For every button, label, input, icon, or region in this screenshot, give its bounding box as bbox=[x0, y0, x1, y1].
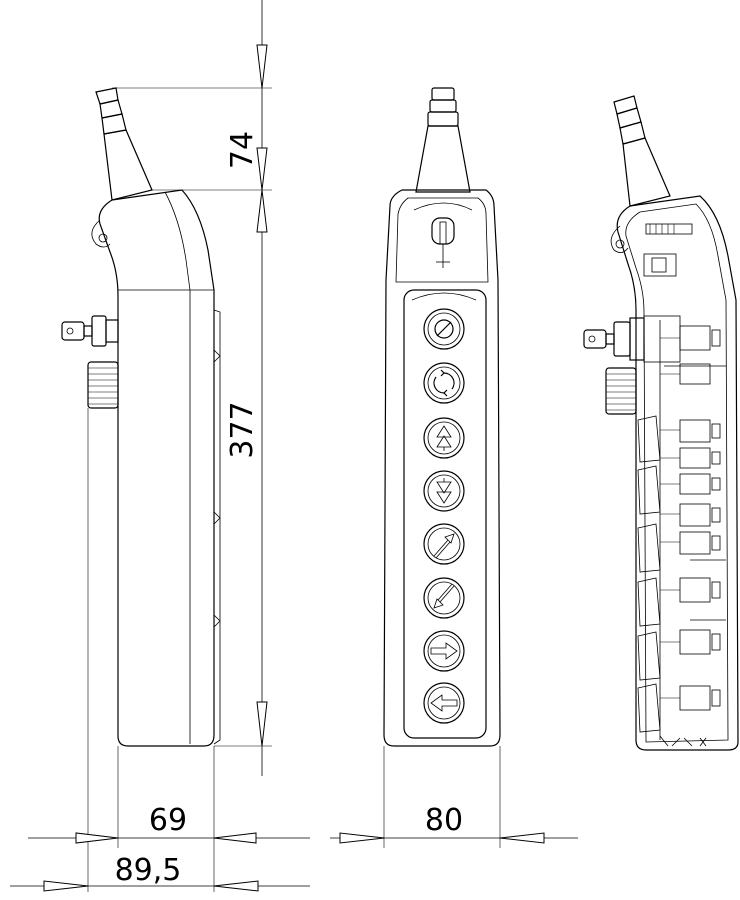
key-switch-section bbox=[583, 315, 681, 363]
arrow-right-icon bbox=[430, 642, 458, 660]
double-arrow-down-icon bbox=[436, 478, 452, 504]
dim-69-label: 69 bbox=[149, 803, 187, 838]
dimension-lines bbox=[10, 0, 578, 892]
cable-gland-front bbox=[415, 87, 471, 193]
right-button[interactable] bbox=[423, 630, 465, 672]
section-view bbox=[583, 95, 739, 751]
knob-section bbox=[605, 367, 637, 415]
double-down-button[interactable] bbox=[423, 470, 465, 512]
stop-icon bbox=[434, 319, 454, 339]
dim-377-label: 377 bbox=[225, 401, 260, 458]
down-left-button[interactable] bbox=[423, 577, 465, 619]
push-buttons bbox=[423, 308, 465, 724]
side-view bbox=[61, 87, 221, 747]
double-up-button[interactable] bbox=[423, 417, 465, 459]
dim-74-label: 74 bbox=[225, 131, 260, 169]
dim-80-label: 80 bbox=[425, 803, 463, 838]
rotate-button[interactable] bbox=[423, 362, 465, 404]
contact-blocks bbox=[660, 325, 726, 711]
housing-front bbox=[383, 189, 501, 747]
cable-gland-section bbox=[613, 95, 671, 207]
up-right-button[interactable] bbox=[423, 523, 465, 565]
knob-side bbox=[87, 361, 119, 409]
cable-gland-side bbox=[95, 87, 153, 201]
button-panel bbox=[403, 289, 487, 739]
key-switch-side bbox=[61, 315, 119, 347]
left-button[interactable] bbox=[423, 682, 465, 724]
housing-section bbox=[616, 195, 739, 751]
arrow-down-left-icon bbox=[433, 583, 455, 609]
key-slot-front bbox=[431, 217, 455, 268]
front-view bbox=[383, 87, 501, 747]
housing-side bbox=[98, 189, 215, 747]
arrow-up-right-icon bbox=[433, 533, 455, 559]
arrow-left-icon bbox=[430, 694, 458, 712]
stop-button[interactable] bbox=[423, 308, 465, 350]
dim-89-5-label: 89,5 bbox=[115, 853, 182, 888]
rotate-icon bbox=[433, 369, 455, 397]
button-stack-section bbox=[637, 320, 661, 740]
double-arrow-up-icon bbox=[436, 425, 452, 451]
